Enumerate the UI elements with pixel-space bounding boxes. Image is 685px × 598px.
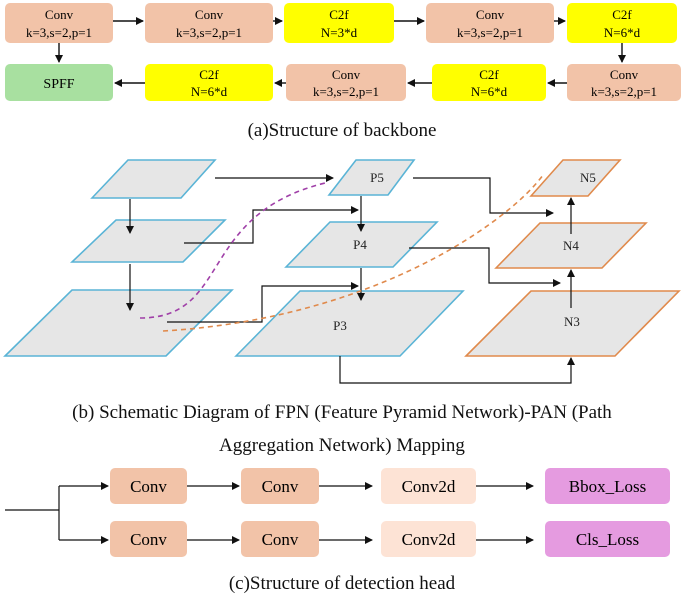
- label-p5: P5: [370, 170, 384, 185]
- flow-arrow: [167, 282, 359, 323]
- feature-plane-p5: [327, 159, 416, 196]
- label-n3: N3: [564, 314, 580, 329]
- head-block-label: Conv2d: [402, 530, 456, 549]
- block-params: k=3,s=2,p=1: [591, 84, 657, 99]
- block-title: Conv: [45, 7, 74, 22]
- backbone-block-conv: [286, 64, 406, 101]
- label-p3: P3: [333, 318, 347, 333]
- backbone-row1: Conv k=3,s=2,p=1 Conv k=3,s=2,p=1 C2f N=…: [5, 3, 677, 43]
- block-title: SPFF: [43, 77, 74, 92]
- label-p4: P4: [353, 237, 367, 252]
- head-block-conv: [110, 521, 187, 557]
- head-block-label: Conv2d: [402, 477, 456, 496]
- head-block-label: Bbox_Loss: [569, 477, 646, 496]
- head-block-label: Cls_Loss: [576, 530, 639, 549]
- head-block-cls-loss: [545, 521, 670, 557]
- backbone-row2: SPFF C2f N=6*d Conv k=3,s=2,p=1 C2f N=6*…: [5, 64, 681, 101]
- head-block-label: Conv: [130, 530, 167, 549]
- head-block-conv2d: [381, 468, 476, 504]
- feature-plane-n4: [494, 222, 648, 269]
- backbone-block-conv: [145, 3, 273, 43]
- feature-plane-n3: [464, 290, 681, 357]
- backbone-caption: (a)Structure of backbone: [248, 120, 437, 141]
- block-title: Conv: [476, 7, 505, 22]
- pan-dashed-curve: [162, 174, 544, 332]
- block-title: C2f: [199, 67, 219, 82]
- detection-head-section: Conv Conv Conv2d Bbox_Loss Conv Conv Con…: [5, 468, 670, 594]
- feature-plane-p4: [284, 221, 439, 268]
- head-block-conv: [110, 468, 187, 504]
- backbone-block-conv: [567, 64, 681, 101]
- head-block-conv: [241, 521, 319, 557]
- label-n5: N5: [580, 170, 596, 185]
- fpn-pan-caption-line1: (b) Schematic Diagram of FPN (Feature Py…: [72, 402, 612, 423]
- fpn-pan-caption-line2: Aggregation Network) Mapping: [219, 435, 465, 456]
- block-params: N=3*d: [321, 25, 358, 40]
- flow-arrow: [409, 247, 561, 287]
- feature-plane: [90, 159, 217, 199]
- block-title: C2f: [612, 7, 632, 22]
- head-block-bbox-loss: [545, 468, 670, 504]
- feature-plane: [70, 219, 227, 263]
- block-params: N=6*d: [604, 25, 641, 40]
- flow-arrow: [413, 177, 554, 217]
- backbone-block-c2f: [145, 64, 273, 101]
- block-params: k=3,s=2,p=1: [313, 84, 379, 99]
- head-block-conv2d: [381, 521, 476, 557]
- block-title: Conv: [610, 67, 639, 82]
- block-title: C2f: [329, 7, 349, 22]
- backbone-block-c2f: [284, 3, 394, 43]
- feature-plane: [3, 289, 234, 357]
- block-params: k=3,s=2,p=1: [26, 25, 92, 40]
- feature-plane-p3: [234, 290, 465, 357]
- fpn-connectors: [126, 174, 575, 384]
- backbone-block-c2f: [432, 64, 546, 101]
- backbone-section: Conv k=3,s=2,p=1 Conv k=3,s=2,p=1 C2f N=…: [5, 3, 681, 141]
- head-block-label: Conv: [130, 477, 167, 496]
- fpn-pan-section: P5 P4 P3 N5 N4 N3 (b) Schematic Diagram …: [3, 159, 681, 456]
- label-n4: N4: [563, 238, 579, 253]
- block-title: C2f: [479, 67, 499, 82]
- fpn-dashed-curve: [139, 182, 326, 319]
- backbone-block-conv: [5, 3, 113, 43]
- detection-head-caption: (c)Structure of detection head: [229, 573, 456, 594]
- head-block-label: Conv: [262, 477, 299, 496]
- head-block-conv: [241, 468, 319, 504]
- block-params: k=3,s=2,p=1: [176, 25, 242, 40]
- flow-arrow: [184, 206, 359, 244]
- block-params: N=6*d: [191, 84, 228, 99]
- backbone-block-conv: [426, 3, 554, 43]
- block-params: k=3,s=2,p=1: [457, 25, 523, 40]
- block-title: Conv: [195, 7, 224, 22]
- backbone-block-c2f: [567, 3, 677, 43]
- head-block-label: Conv: [262, 530, 299, 549]
- block-params: N=6*d: [471, 84, 508, 99]
- flow-arrow: [339, 356, 575, 384]
- backbone-block-sppf: [5, 64, 113, 101]
- block-title: Conv: [332, 67, 361, 82]
- feature-plane-n5: [529, 159, 622, 197]
